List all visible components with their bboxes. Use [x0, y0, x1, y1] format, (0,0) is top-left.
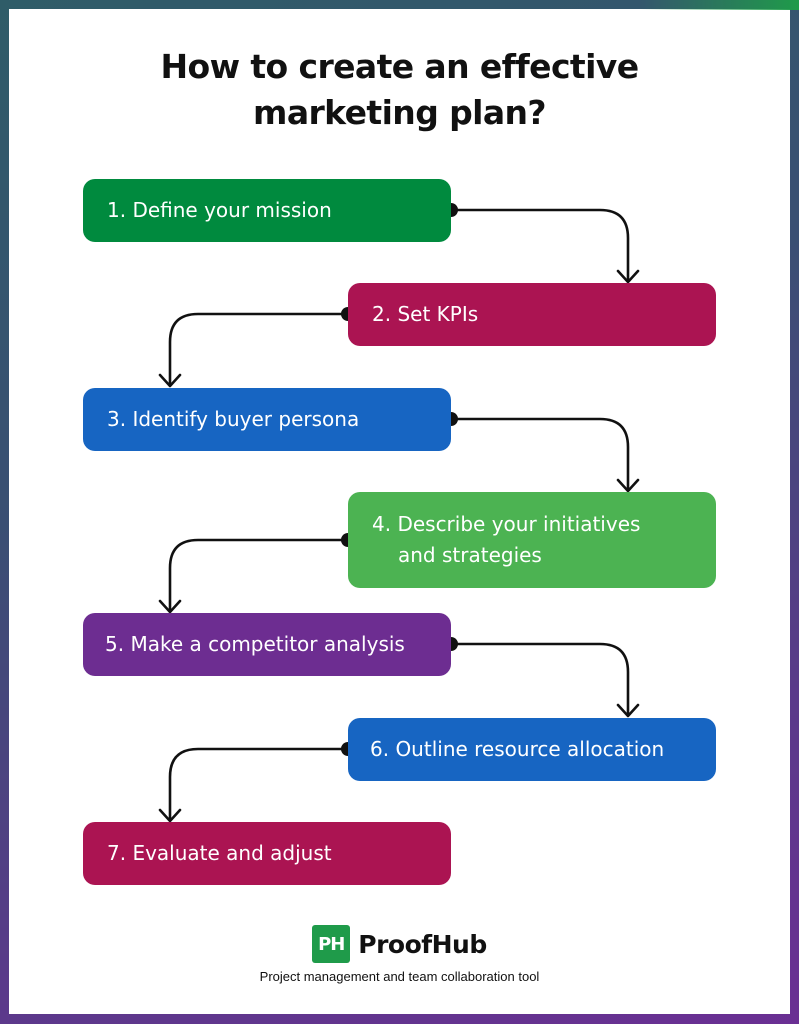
step-label: 7. Evaluate and adjust: [107, 841, 332, 865]
connector-6-to-7: [158, 747, 350, 823]
step-evaluate-adjust[interactable]: 7. Evaluate and adjust: [83, 822, 451, 885]
step-set-kpis[interactable]: 2. Set KPIs: [348, 283, 716, 346]
brand-tagline: Project management and team collaboratio…: [259, 969, 540, 984]
step-label: 1. Define your mission: [107, 198, 332, 222]
step-resource-allocation[interactable]: 6. Outline resource allocation: [348, 718, 716, 781]
brand-name: ProofHub: [358, 929, 487, 959]
step-label: 4. Describe your initiatives and strateg…: [372, 512, 641, 567]
connector-3-to-4: [449, 417, 640, 493]
step-competitor-analysis[interactable]: 5. Make a competitor analysis: [83, 613, 451, 676]
page-title: How to create an effective marketing pla…: [0, 44, 799, 136]
step-label: 5. Make a competitor analysis: [105, 632, 405, 656]
step-label: 3. Identify buyer persona: [107, 407, 360, 431]
step-identify-buyer-persona[interactable]: 3. Identify buyer persona: [83, 388, 451, 451]
logo-monogram: PH: [318, 933, 345, 955]
brand-lockup[interactable]: PH ProofHub: [0, 925, 799, 963]
connector-4-to-5: [158, 538, 350, 614]
title-line-2: marketing plan?: [253, 93, 547, 132]
step-label: 6. Outline resource allocation: [370, 737, 665, 761]
title-line-1: How to create an effective: [160, 47, 640, 86]
connector-5-to-6: [449, 642, 640, 718]
connector-2-to-3: [158, 312, 350, 388]
step-describe-initiatives[interactable]: 4. Describe your initiatives and strateg…: [348, 492, 716, 588]
step-label: 2. Set KPIs: [372, 302, 479, 326]
step-define-mission[interactable]: 1. Define your mission: [83, 179, 451, 242]
proofhub-logo-icon: PH: [312, 925, 351, 963]
connector-1-to-2: [449, 208, 640, 284]
